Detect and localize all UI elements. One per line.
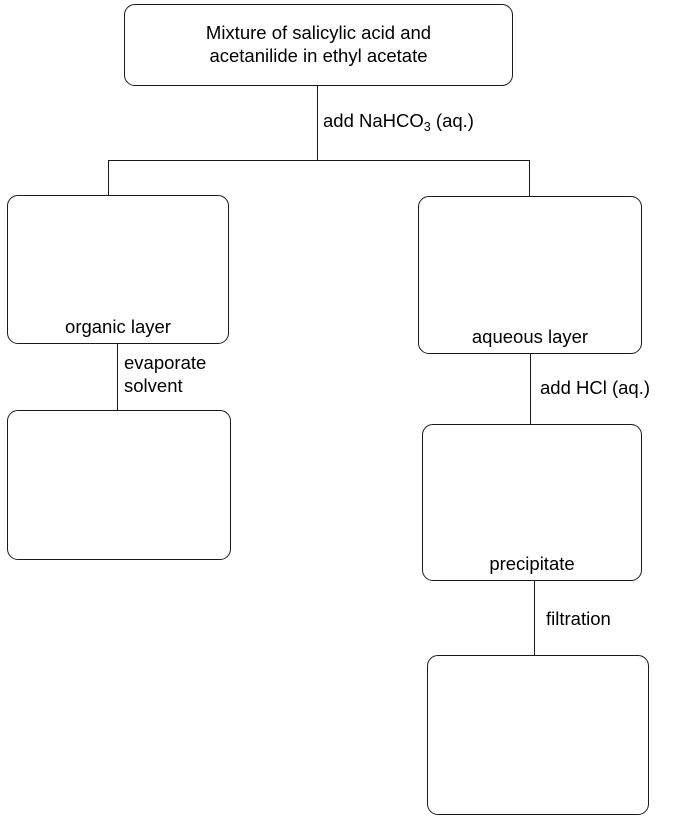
edge-split-to-aqueous-layer [529,160,531,198]
edge-label-evaporate-solvent: evaporate solvent [124,352,207,396]
edge-label-add-nahco3-suffix: (aq.) [430,110,474,131]
edge-precipitate-to-filtered-solid [534,581,536,657]
node-precipitate-label: precipitate [489,552,575,574]
node-aqueous-layer-label: aqueous layer [471,325,589,347]
edge-aqueous-layer-to-precipitate [530,354,532,426]
node-organic-product[interactable] [7,410,231,560]
edge-label-add-hcl: add HCl (aq.) [540,377,651,398]
edge-label-add-nahco3-subscript: 3 [423,119,431,134]
node-precipitate[interactable]: precipitate [422,424,642,581]
edge-split-to-organic-layer [108,160,110,197]
edge-organic-layer-to-product [117,344,119,412]
edge-label-add-nahco3-text: add NaHCO [323,110,424,131]
edge-split-horizontal [108,160,530,162]
node-aqueous-layer[interactable]: aqueous layer [418,196,642,354]
node-organic-layer[interactable]: organic layer [7,195,229,344]
node-organic-layer-label: organic layer [65,315,171,337]
node-filtered-solid[interactable] [427,655,649,815]
edge-label-add-nahco3: add NaHCO3 (aq.) [323,110,474,134]
node-start-mixture[interactable]: Mixture of salicylic acid and acetanilid… [124,4,513,86]
edge-start-to-split [317,86,319,161]
edge-label-filtration: filtration [546,608,611,629]
node-start-mixture-label: Mixture of salicylic acid and acetanilid… [205,22,432,67]
